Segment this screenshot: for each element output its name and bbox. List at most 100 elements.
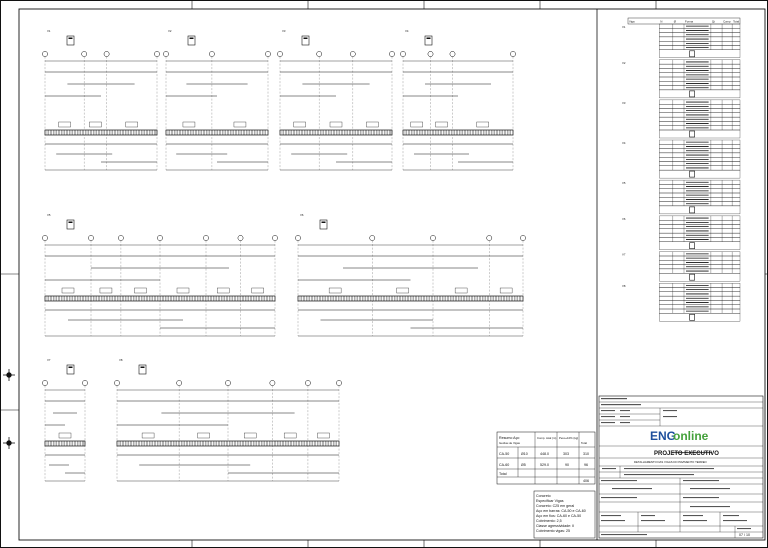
axis-bubble — [510, 51, 516, 57]
schedule-row — [659, 241, 741, 250]
stirrup-label-box — [293, 121, 306, 128]
stirrup-shape-icon — [689, 170, 695, 178]
summary-row2-class: CA-60 — [499, 463, 509, 467]
stirrup-shape-icon — [689, 313, 695, 321]
notes-line-6: Classe agressividade: II — [536, 524, 574, 528]
section-fill — [68, 366, 73, 368]
axis-bubble — [88, 235, 94, 241]
section-icon — [424, 35, 433, 46]
beam-detail-V2: V2 — [163, 29, 271, 171]
stirrup-label-box — [125, 121, 138, 128]
beam-body — [402, 129, 514, 136]
schedule-group: V2 — [622, 59, 741, 99]
section-icon — [66, 219, 75, 230]
notes-line-4: Aço em fios: CA-60 e CA-50 — [536, 514, 581, 518]
axis-bubble — [369, 235, 376, 241]
stirrup-label-box — [176, 287, 190, 294]
project-title: PROJETO EXECUTIVO — [654, 451, 719, 457]
axis-bubble — [225, 380, 231, 386]
beam-detail-V5: V5 — [42, 213, 278, 337]
beam-label: V1 — [47, 29, 51, 33]
stirrup-label-box — [499, 287, 513, 294]
project-subtitle: DETALHAMENTO DAS VIGAS DO PAVIMENTO TERR… — [634, 460, 708, 464]
notes-line-2: Concreto: C25 em geral — [536, 504, 574, 508]
axis-bubble — [82, 380, 88, 386]
schedule-header-cell: Total — [733, 20, 739, 24]
schedule-group: V8 — [622, 283, 741, 322]
summary-row1-weight: 303 — [563, 452, 569, 456]
summary-row2-diam: Ø5 — [521, 463, 526, 467]
stirrup-label-box — [99, 287, 113, 294]
stirrup-label-box — [217, 287, 230, 294]
axis-bubble — [118, 235, 124, 241]
section-icon — [187, 35, 196, 46]
section-fill — [68, 221, 73, 223]
beam-detail-V1: V1 — [42, 29, 160, 171]
beam-body — [279, 129, 393, 136]
steel-summary-table: Resumo Aço Gerdau de Vigas Comp. total (… — [496, 431, 596, 485]
axis-bubble — [486, 235, 493, 241]
schedule-group-label: V5 — [622, 181, 626, 185]
stirrup-label-box — [141, 432, 155, 439]
company-logo-left: ENG — [650, 429, 676, 443]
notes-line-3: Aço em barras: CA-50 e CA-60 — [536, 509, 586, 513]
beam-label: V3 — [282, 29, 286, 33]
beam-label: V4 — [405, 29, 409, 33]
schedule-group-label: V6 — [622, 217, 626, 221]
axis-bubble — [269, 380, 276, 386]
stirrup-label-box — [454, 287, 468, 294]
summary-row1-diam: Ø10 — [521, 452, 528, 456]
stirrup-label-box — [134, 287, 147, 294]
axis-bubble — [163, 51, 169, 57]
section-fill — [68, 37, 73, 39]
section-fill — [321, 221, 326, 223]
schedule-group-label: V7 — [622, 253, 626, 257]
beam-detail-V7: V7 — [42, 358, 88, 482]
stirrup-label-box — [89, 121, 102, 128]
section-icon — [66, 364, 75, 375]
stirrup-label-box — [197, 432, 210, 439]
axis-bubble — [265, 51, 271, 57]
schedule-group: V7 — [622, 251, 741, 282]
schedule-row — [659, 49, 741, 58]
stirrup-shape-icon — [689, 130, 695, 138]
stirrup-label-box — [396, 287, 409, 294]
stirrup-label-box — [435, 121, 448, 128]
stirrup-label-box — [317, 432, 330, 439]
schedule-row — [659, 313, 741, 322]
stirrup-label-box — [251, 287, 264, 294]
schedule-group: V6 — [622, 215, 741, 250]
summary-row2-total: 96 — [584, 463, 588, 467]
section-fill — [189, 37, 194, 39]
axis-bubble — [209, 51, 215, 57]
stirrup-shape-icon — [689, 273, 695, 281]
beam-label: V2 — [168, 29, 172, 33]
stirrup-label-box — [476, 121, 489, 128]
schedule-group-label: V4 — [622, 141, 626, 145]
stirrup-label-box — [410, 121, 423, 128]
stirrup-shape-icon — [689, 50, 695, 58]
axis-bubble — [237, 235, 244, 241]
axis-bubble — [42, 380, 48, 386]
schedule-group: V1 — [622, 23, 741, 58]
beam-body — [165, 129, 269, 136]
notes-line-0: Concreto — [536, 494, 551, 498]
summary-row1-length: 448.0 — [540, 452, 549, 456]
company-logo-right: online — [673, 429, 709, 443]
axis-bubble — [176, 380, 183, 386]
axis-bubble — [154, 51, 160, 57]
beam-body — [44, 129, 158, 136]
axis-bubble — [272, 235, 278, 241]
section-icon — [301, 35, 310, 46]
axis-bubble — [203, 235, 209, 241]
schedule-group: V3 — [622, 99, 741, 139]
schedule-row — [659, 205, 741, 215]
beam-label: V7 — [47, 358, 51, 362]
schedule-group: V5 — [622, 179, 741, 215]
axis-bubble — [295, 235, 301, 241]
beam-body — [116, 440, 340, 447]
stirrup-label-box — [366, 121, 379, 128]
